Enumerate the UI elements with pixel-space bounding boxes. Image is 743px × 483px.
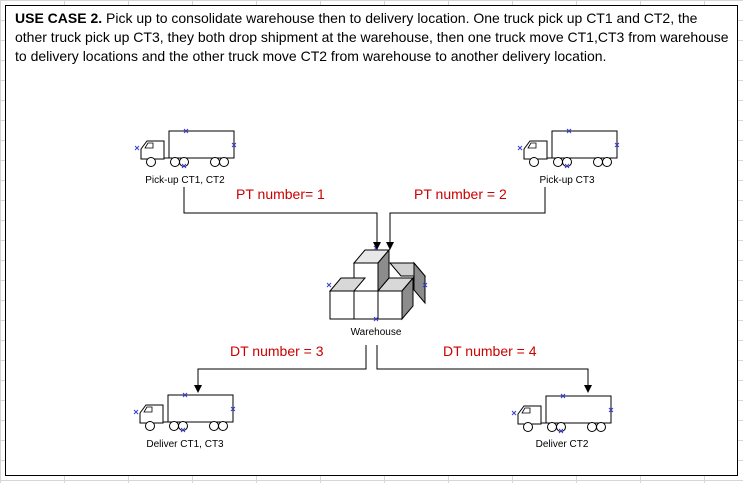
connector-pt-1 (183, 187, 381, 250)
diagram-frame: USE CASE 2. Pick up to consolidate wareh… (5, 5, 738, 476)
pickup-1-label: Pick-up CT1, CT2 (145, 175, 225, 186)
use-case-description: USE CASE 2. Pick up to consolidate wareh… (15, 9, 731, 66)
warehouse-icon (326, 245, 428, 322)
dt-number-3-label: DT number = 3 (230, 343, 324, 359)
deliver-truck-2-icon (511, 393, 614, 434)
use-case-title: USE CASE 2. (15, 10, 103, 26)
connector-pt-2 (386, 187, 546, 250)
connector-dt-4 (376, 345, 592, 393)
warehouse-label: Warehouse (351, 327, 402, 338)
dt-number-4-label: DT number = 4 (443, 343, 537, 359)
pt-number-2-label: PT number = 2 (414, 186, 507, 202)
pickup-truck-2-icon (517, 128, 620, 169)
pickup-2-label: Pick-up CT3 (539, 175, 594, 186)
connector-dt-3 (194, 345, 367, 393)
deliver-2-label: Deliver CT2 (536, 439, 589, 450)
pickup-truck-1-icon (134, 128, 237, 169)
use-case-text: Pick up to consolidate warehouse then to… (15, 10, 729, 64)
deliver-1-label: Deliver CT1, CT3 (146, 439, 224, 450)
pt-number-1-label: PT number= 1 (236, 186, 325, 202)
deliver-truck-1-icon (133, 392, 236, 433)
connectors (183, 187, 592, 393)
